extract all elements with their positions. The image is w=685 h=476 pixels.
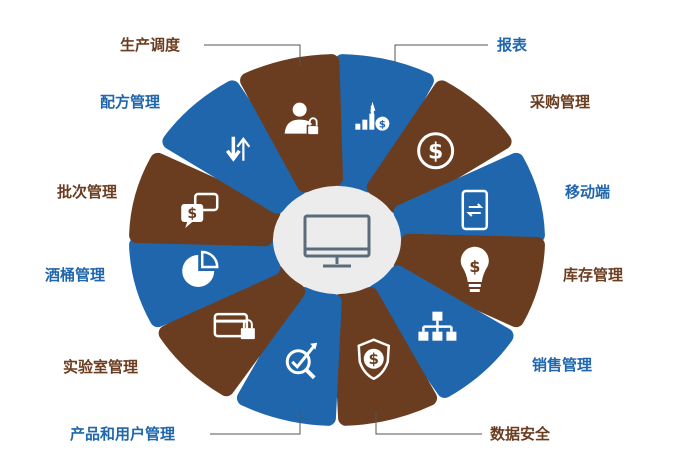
label-lab[interactable]: 实验室管理: [63, 358, 139, 376]
label-mobile[interactable]: 移动端: [565, 183, 611, 201]
chat-dollar-icon: $: [181, 192, 219, 229]
center-disc: [271, 182, 403, 298]
label-production[interactable]: 生产调度: [120, 36, 181, 54]
leader-line-production: [204, 44, 301, 66]
segment-batch[interactable]: [129, 152, 281, 247]
segment-purchase[interactable]: [366, 80, 512, 214]
label-batch[interactable]: 批次管理: [57, 183, 118, 201]
svg-text:$: $: [428, 140, 443, 165]
svg-text:$: $: [187, 206, 197, 222]
label-formula[interactable]: 配方管理: [100, 93, 161, 111]
user-lock-icon: [284, 102, 320, 136]
shield-dollar-icon: $: [357, 338, 391, 381]
label-inventory[interactable]: 库存管理: [563, 266, 624, 284]
transfer-arrows-icon: [225, 136, 251, 162]
monitor-icon: [303, 214, 371, 268]
mobile-phone-icon: [461, 189, 489, 231]
segment-sales[interactable]: [367, 265, 514, 398]
label-sales[interactable]: 销售管理: [532, 356, 593, 374]
svg-text:$: $: [379, 119, 386, 130]
segment-security[interactable]: [332, 287, 438, 426]
leader-line-product: [210, 413, 301, 435]
svg-text:$: $: [369, 350, 379, 368]
card-lock-icon: [213, 312, 255, 340]
svg-text:$: $: [469, 257, 480, 276]
segment-lab[interactable]: [158, 264, 306, 397]
label-report[interactable]: 报表: [497, 36, 528, 54]
bar-chart-dollar-icon: $: [355, 101, 390, 131]
leader-line-report: [394, 44, 488, 63]
magnifier-check-icon: [285, 342, 318, 380]
leader-line-security: [375, 412, 482, 435]
label-purchase[interactable]: 采购管理: [530, 93, 591, 111]
segment-mobile[interactable]: [393, 152, 545, 247]
label-barrel[interactable]: 酒桶管理: [45, 266, 106, 284]
label-product[interactable]: 产品和用户管理: [70, 425, 176, 443]
pie-chart-icon: [182, 250, 219, 287]
org-chart-icon: [418, 311, 457, 341]
dollar-circle-icon: $: [417, 132, 455, 170]
lightbulb-dollar-icon: $: [460, 246, 489, 292]
label-security[interactable]: 数据安全: [490, 425, 551, 443]
